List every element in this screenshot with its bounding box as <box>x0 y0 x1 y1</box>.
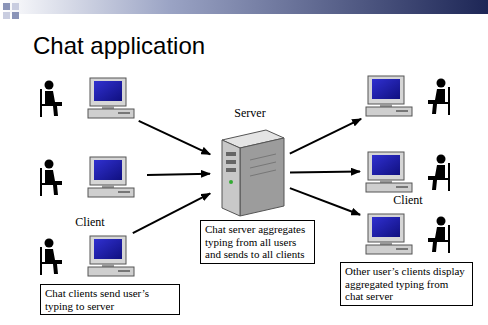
server-node: Server <box>212 128 288 218</box>
arrow-connector <box>133 193 210 233</box>
client-node: Client <box>362 212 454 254</box>
note-text: Chat clients send user’s typing to serve… <box>45 287 175 312</box>
arrow-connector <box>290 188 360 215</box>
node-label: Server <box>212 106 288 121</box>
slide-title: Chat application <box>33 32 205 60</box>
note-text: Other user’s clients display aggregated … <box>345 265 468 303</box>
note-box: Other user’s clients display aggregated … <box>340 262 473 306</box>
note-text: Chat server aggregates typing from all u… <box>205 223 310 261</box>
arrow-connector <box>147 174 210 175</box>
node-label: Client <box>35 215 145 230</box>
client-node <box>35 155 145 197</box>
arrow-connector <box>139 121 211 155</box>
client-node <box>362 150 454 192</box>
note-box: Chat clients send user’s typing to serve… <box>40 284 180 315</box>
client-node: Client <box>35 234 145 276</box>
client-node <box>35 76 145 120</box>
note-box: Chat server aggregates typing from all u… <box>200 220 315 264</box>
client-node <box>362 74 454 118</box>
arrow-connector <box>290 171 360 174</box>
node-label: Client <box>362 193 454 208</box>
arrow-connector <box>290 119 361 154</box>
